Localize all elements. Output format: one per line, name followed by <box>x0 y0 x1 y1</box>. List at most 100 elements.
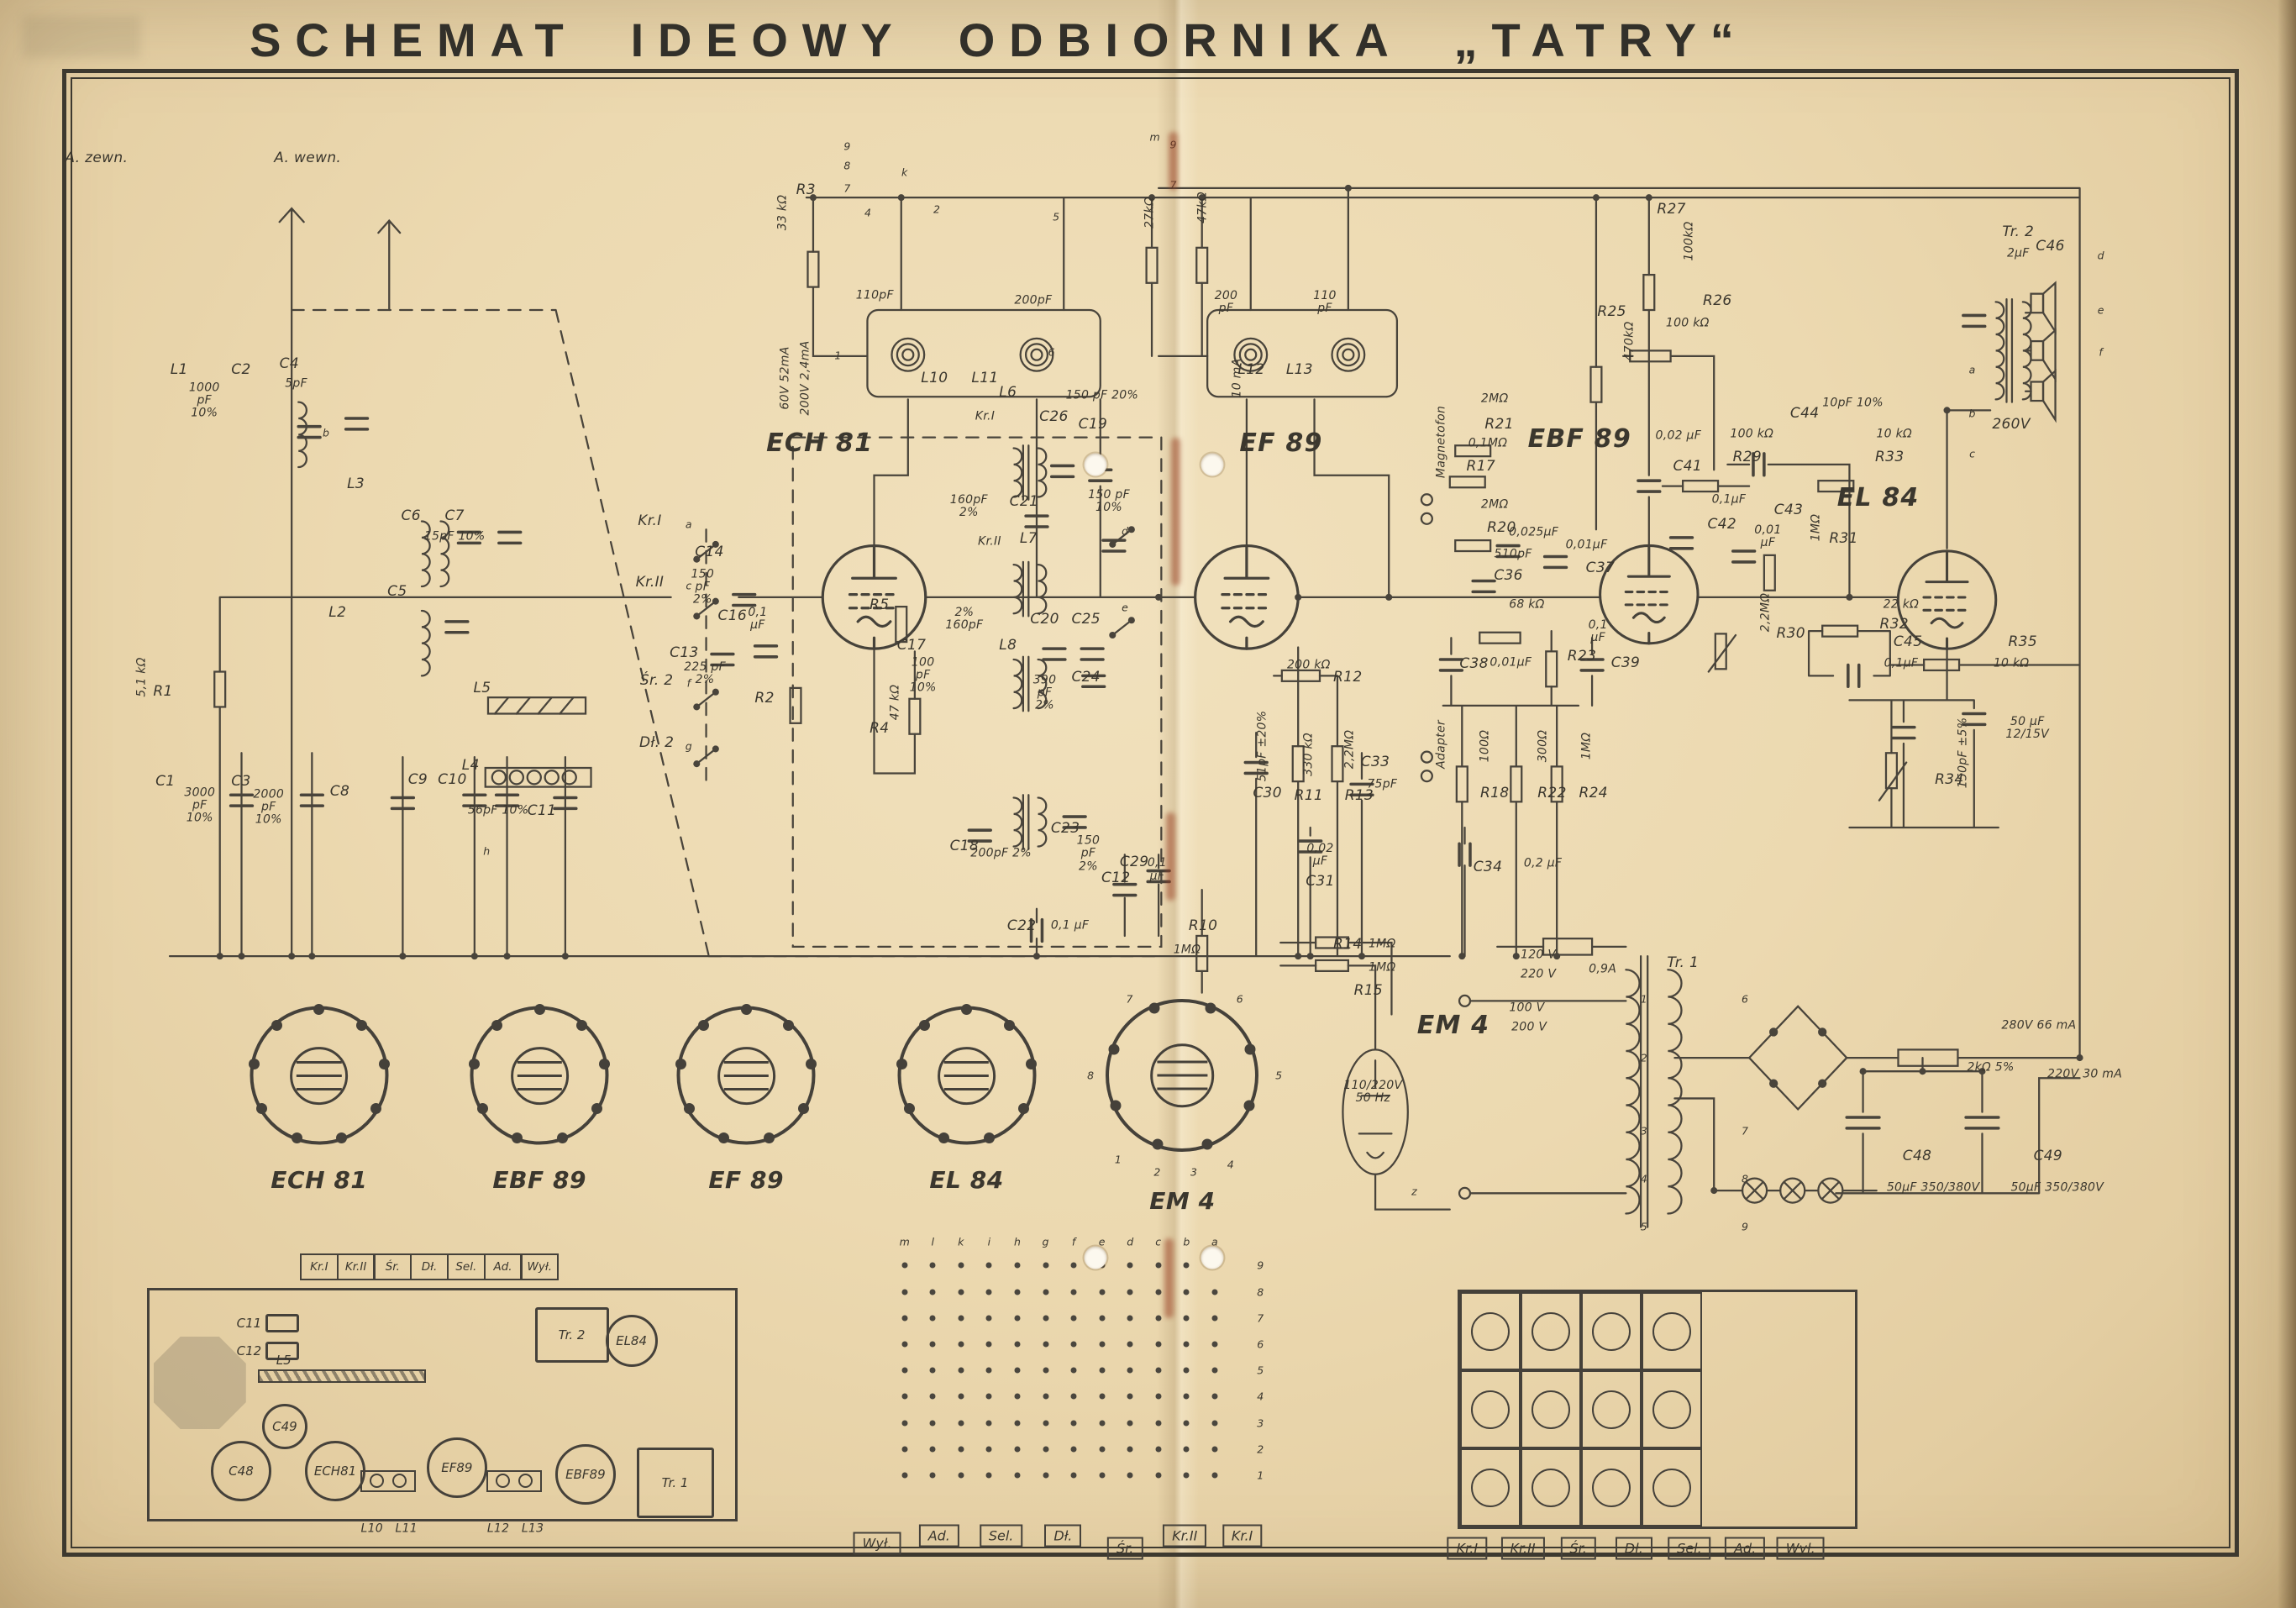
switch-contact <box>958 1393 964 1400</box>
schematic-label: C4 <box>279 355 300 372</box>
schematic-label: 0,02 μF <box>1306 842 1334 869</box>
socket-pin <box>1152 1138 1164 1150</box>
switch-contact <box>901 1341 908 1348</box>
schematic-label: R1 <box>153 682 173 700</box>
label-antenna-external: A. zewn. <box>65 149 129 166</box>
coil-grid-button-kri: Kr.I <box>1447 1537 1488 1560</box>
switch-contact <box>1099 1420 1106 1426</box>
electrode-bar <box>943 1087 990 1090</box>
schematic-label: 110pF <box>855 288 894 302</box>
tube-symbol-em4 <box>1342 1048 1409 1176</box>
schematic-label: R33 <box>1875 448 1905 465</box>
part-label: C11 <box>236 1316 262 1332</box>
schematic-label: R31 <box>1829 530 1858 548</box>
schematic-label: 10 kΩ <box>1876 427 1912 441</box>
tube-label-ebf89: EBF 89 <box>1527 423 1631 454</box>
switch-contact <box>1127 1289 1133 1295</box>
switch-contact <box>1183 1472 1190 1479</box>
coil-ref-label: L12 <box>486 1521 510 1536</box>
page-edge-shadow <box>2278 0 2296 1608</box>
schematic-label: R13 <box>1344 787 1374 805</box>
socket-pin <box>698 1019 710 1031</box>
schematic-label: d <box>1122 523 1129 537</box>
schematic-label: C41 <box>1673 457 1703 475</box>
switch-contact <box>929 1341 936 1348</box>
switch-contact <box>1127 1262 1133 1269</box>
schematic-label: 2 <box>1640 1051 1647 1064</box>
switch-contact <box>1014 1262 1021 1269</box>
switch-contact <box>985 1420 992 1426</box>
coil-grid-button-ad: Ad. <box>1724 1537 1766 1560</box>
schematic-label: 220 V <box>1521 967 1557 981</box>
schematic-label: R35 <box>2008 633 2037 650</box>
schematic-label: C26 <box>1039 407 1069 425</box>
schematic-label: C48 <box>1902 1147 1932 1164</box>
schematic-label: L10 <box>921 369 948 386</box>
schematic-label: 330 kΩ <box>1301 732 1316 776</box>
schematic-label: f <box>2099 345 2104 359</box>
schematic-label: 120 V <box>1521 948 1557 962</box>
schematic-label: C37 <box>1585 559 1616 576</box>
schematic-label: 2,2MΩ <box>1758 592 1773 633</box>
socket-pin <box>1243 1100 1255 1111</box>
electrode-bar <box>1157 1060 1208 1064</box>
socket-pin <box>249 1059 260 1070</box>
part-label: EL84 <box>616 1333 648 1349</box>
tube-label-ef89: EF 89 <box>1239 428 1323 459</box>
schematic-label: C33 <box>1360 754 1390 771</box>
schematic-drawing <box>168 185 2083 1229</box>
matrix-row-number: 9 <box>1257 1259 1264 1272</box>
schematic-label: c <box>1969 446 1976 460</box>
schematic-label: R27 <box>1657 200 1686 218</box>
schematic-label: 56pF 10% <box>467 803 529 817</box>
switch-contact <box>1070 1446 1077 1453</box>
schematic-label: C46 <box>2036 237 2065 255</box>
switch-contact <box>985 1262 992 1269</box>
schematic-label: 0,1 μF <box>1588 618 1608 645</box>
schematic-label: R25 <box>1597 303 1626 321</box>
chassis-button-kri: Kr.I <box>299 1253 339 1281</box>
switch-contact <box>1070 1472 1077 1479</box>
schematic-label: 47kΩ <box>1195 192 1210 223</box>
schematic-label: R15 <box>1353 981 1384 999</box>
matrix-column-letter: a <box>1211 1234 1218 1248</box>
socket-pin <box>675 1059 687 1070</box>
tube-socket-el84 <box>896 1004 1038 1145</box>
schematic-label: 1MΩ <box>1369 960 1396 975</box>
schematic-label: R11 <box>1294 787 1324 805</box>
schematic-label: 0,1μF <box>1884 656 1919 670</box>
switch-contact <box>929 1446 936 1453</box>
switch-contact <box>1127 1472 1133 1479</box>
punch-hole <box>1084 453 1107 476</box>
schematic-label: C1 <box>155 773 176 791</box>
schematic-label: C22 <box>1006 917 1037 935</box>
switch-contact <box>1070 1262 1077 1269</box>
socket-label-el84: EL 84 <box>929 1165 1004 1194</box>
socket-pin <box>476 1103 488 1115</box>
schematic-label: 110 pF <box>1313 288 1337 315</box>
switch-contact <box>901 1420 908 1426</box>
socket-pin <box>1003 1019 1015 1031</box>
schematic-label: C30 <box>1253 784 1282 801</box>
switch-contact <box>1183 1420 1190 1426</box>
schematic-label: R26 <box>1703 292 1732 309</box>
matrix-column-letter: f <box>1071 1234 1076 1248</box>
switch-contact <box>1014 1341 1021 1348</box>
switch-contact <box>1014 1315 1021 1322</box>
schematic-label: 2MΩ <box>1480 497 1509 512</box>
schematic-label: C25 <box>1071 610 1101 628</box>
socket-pin <box>983 1132 995 1143</box>
matrix-column-letter: b <box>1183 1234 1190 1248</box>
schematic-label: R5 <box>870 596 890 613</box>
socket-pin <box>961 1004 973 1016</box>
label-antenna-internal: A. wewn. <box>274 149 342 166</box>
chassis-part-ebf89: EBF89 <box>554 1444 616 1506</box>
switch-contact <box>1099 1315 1106 1322</box>
electrode-bar <box>723 1074 769 1077</box>
schematic-label: R14 <box>1333 935 1363 953</box>
socket-pin <box>1026 1059 1038 1070</box>
schematic-label: L1 <box>170 361 188 379</box>
schematic-label: 1 <box>1640 991 1647 1005</box>
switch-contact <box>958 1446 964 1453</box>
switch-contact <box>1043 1367 1049 1374</box>
